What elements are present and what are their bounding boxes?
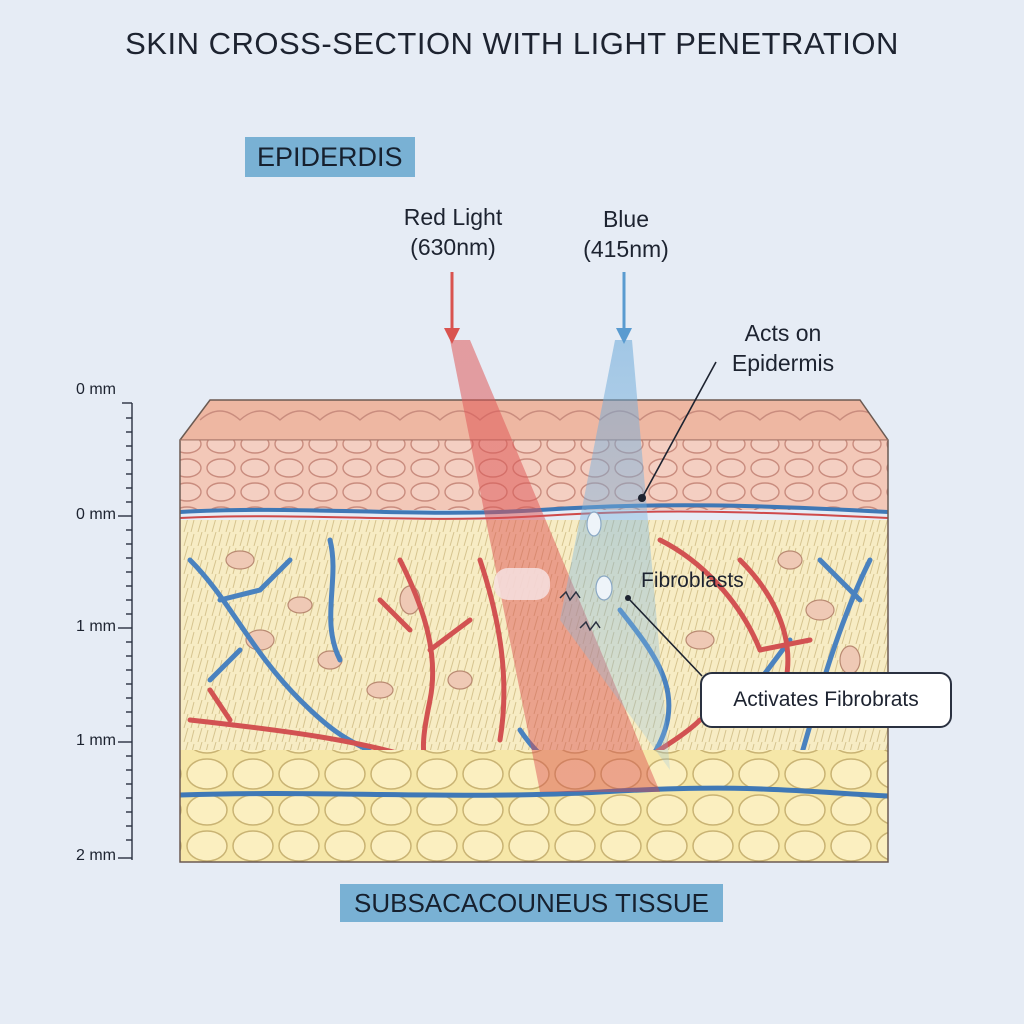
ruler-label-1: 0 mm bbox=[76, 506, 116, 523]
blue-light-label: Blue (415nm) bbox=[568, 204, 684, 264]
depth-ruler bbox=[118, 402, 133, 860]
ruler-label-3: 1 mm bbox=[76, 732, 116, 749]
blue-light-wavelength: (415nm) bbox=[583, 236, 669, 262]
acts-line-1: Acts on bbox=[744, 320, 822, 346]
activates-fibroblasts-callout: Activates Fibrobrats bbox=[700, 672, 952, 728]
epidermis-label-box: EPIDERDIS bbox=[245, 137, 415, 177]
blue-light-name: Blue bbox=[602, 206, 650, 232]
ruler-label-4: 2 mm bbox=[76, 847, 116, 864]
fibroblast-cell bbox=[494, 568, 550, 600]
blue-light-beam bbox=[560, 272, 670, 770]
subcutaneous-label-box: SUBSACACOUNEUS TISSUE bbox=[340, 884, 723, 922]
ruler-label-0: 0 mm bbox=[76, 381, 116, 398]
activates-callout-text: Activates Fibrobrats bbox=[733, 688, 919, 711]
acts-leader-line bbox=[641, 361, 717, 499]
diagram-title: SKIN CROSS-SECTION WITH LIGHT PENETRATIO… bbox=[125, 26, 899, 61]
acts-line-2: Epidermis bbox=[731, 350, 835, 376]
red-light-wavelength: (630nm) bbox=[410, 234, 496, 260]
ruler-label-2: 1 mm bbox=[76, 618, 116, 635]
red-light-name: Red Light bbox=[403, 204, 503, 230]
acts-on-epidermis-label: Acts on Epidermis bbox=[718, 318, 848, 378]
fibroblasts-label: Fibroblasts bbox=[641, 569, 744, 592]
activates-leader-line bbox=[627, 597, 703, 677]
red-light-label: Red Light (630nm) bbox=[388, 202, 518, 262]
